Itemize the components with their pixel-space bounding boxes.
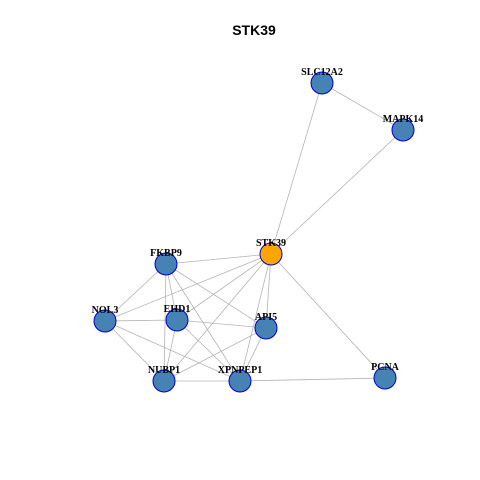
edge-fkbp9-nol3 [104,263,167,322]
node-label-ehd1: EHD1 [164,304,191,315]
edge-xpnpep1-pcna [239,377,386,382]
edge-stk39-ehd1 [176,253,272,321]
node-label-xpnpep1: XPNPEP1 [218,365,262,376]
node-label-nol3: NOL3 [92,305,119,316]
edge-nol3-ehd1 [104,319,178,322]
edge-stk39-api5 [265,253,272,329]
edge-stk39-fkbp9 [165,253,272,265]
node-label-mapk14: MAPK14 [383,114,424,125]
node-label-slc12a2: SLC12A2 [301,67,343,78]
node-label-stk39: STK39 [256,238,286,249]
node-label-fkbp9: FKBP9 [150,248,182,259]
edge-nol3-nubp1 [104,320,165,382]
node-xpnpep1[interactable] [228,369,252,393]
edge-mapk14-stk39 [270,129,404,255]
node-ehd1[interactable] [165,308,189,332]
edge-nol3-xpnpep1 [104,320,241,382]
edge-slc12a2-stk39 [270,82,323,255]
edge-layer [104,82,404,382]
edge-fkbp9-nubp1 [163,263,167,382]
edge-fkbp9-api5 [165,263,267,329]
node-nol3[interactable] [93,309,117,333]
node-label-api5: API5 [255,312,277,323]
edge-stk39-nol3 [104,253,272,322]
edge-stk39-xpnpep1 [239,253,272,382]
node-pcna[interactable] [373,366,397,390]
node-layer [93,71,415,393]
edge-ehd1-xpnpep1 [176,319,241,382]
edge-stk39-pcna [270,253,386,379]
diagram-title: STK39 [232,22,276,38]
edge-slc12a2-mapk14 [321,82,404,131]
edge-api5-nubp1 [163,327,267,382]
node-fkbp9[interactable] [154,252,178,276]
node-label-nubp1: NUBP1 [148,365,180,376]
node-api5[interactable] [254,316,278,340]
node-label-pcna: PCNA [371,362,400,373]
node-stk39[interactable] [259,242,283,266]
edge-ehd1-api5 [176,319,267,329]
node-nubp1[interactable] [152,369,176,393]
node-mapk14[interactable] [391,118,415,142]
edge-stk39-nubp1 [163,253,272,382]
node-slc12a2[interactable] [310,71,334,95]
